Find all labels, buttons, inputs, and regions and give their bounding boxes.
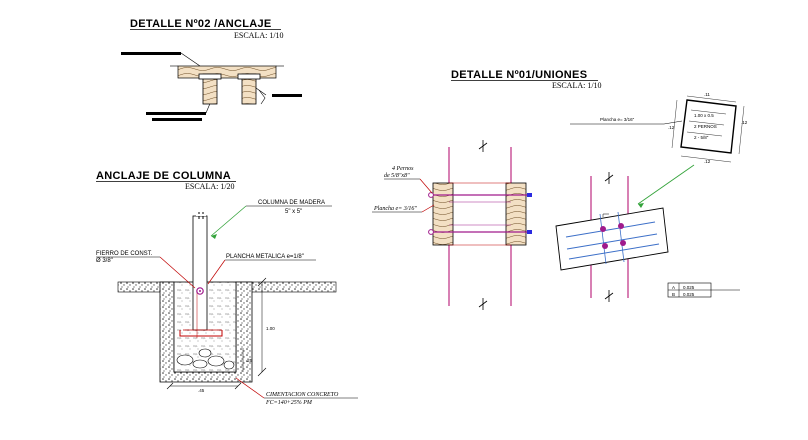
detail-02-scale: ESCALA: 1/10: [234, 31, 284, 40]
dimension-table: A 0.025 B 0.025: [667, 282, 740, 298]
detail-01-group: DETALLE Nº01/UNIONES ESCALA: 1/10 4 Pern…: [372, 69, 748, 310]
bolt-nut: [527, 193, 532, 197]
table-row-a-key: A: [672, 285, 675, 290]
iron-label: FIERRO DE CONST.: [96, 251, 153, 257]
metal-plate-label: PLANCHA METALICA e=1/8": [226, 254, 304, 260]
base-dimension: .25: [246, 358, 253, 363]
column-anchor-scale: ESCALA: 1/20: [185, 182, 235, 191]
iron-diameter: Ø 3/8": [96, 258, 113, 264]
svg-text:2 PERNOS: 2 PERNOS: [694, 124, 717, 129]
bolt: [602, 243, 608, 249]
plate-dim-left: .12: [668, 125, 675, 130]
foundation-label: CIMENTACION CONCRETO: [266, 392, 339, 398]
detail-02-group: DETALLE Nº02 /ANCLAJE ESCALA: 1/10: [121, 18, 302, 121]
anchor-plate: [198, 73, 222, 80]
bolt-pattern: [600, 223, 626, 249]
bolt: [620, 240, 626, 246]
wood-column-label: COLUMNA DE MADERA: [258, 200, 325, 206]
svg-text:1.00 x 0.5: 1.00 x 0.5: [694, 113, 714, 118]
plate-callout: Plancha e= 3/16": [600, 117, 635, 122]
column-anchor-title: ANCLAJE DE COLUMNA: [96, 170, 231, 182]
detail-callout-arrow: [637, 164, 695, 205]
detail-02-title: DETALLE Nº02 /ANCLAJE: [130, 18, 272, 30]
detail-01-title: DETALLE Nº01/UNIONES: [451, 69, 587, 81]
anchor-bolt: [196, 287, 204, 295]
width-dimension: .45: [198, 388, 205, 393]
plate-dim-bottom: .12: [704, 159, 711, 164]
wood-column: [192, 215, 208, 331]
side-plank-left: [432, 182, 454, 246]
label-bar: [121, 52, 181, 55]
plate-label: Plancha e= 3/16": [373, 206, 417, 212]
rebar-lines: [565, 221, 660, 260]
column-anchor-group: ANCLAJE DE COLUMNA ESCALA: 1/20 COLUMNA …: [96, 170, 358, 406]
diagonal-brace: [555, 207, 669, 271]
depth-dimension: 1.00: [266, 326, 275, 331]
bolt: [600, 226, 606, 232]
table-row-b-key: B: [672, 292, 675, 297]
bolt-nut: [527, 230, 532, 234]
svg-text:2 - 5/8": 2 - 5/8": [694, 135, 709, 140]
side-plank-right: [505, 182, 527, 246]
bolt-head: [428, 229, 434, 235]
plate-dim-top: .11: [704, 92, 710, 97]
label-bar: [146, 112, 206, 115]
table-row-b-value: 0.025: [683, 292, 695, 297]
label-bar: [272, 94, 302, 97]
base-stones: [176, 348, 235, 370]
plate-detail: 1.00 x 0.5 2 PERNOS 2 - 5/8" .11 .12 .12…: [668, 92, 748, 164]
bolts-label: 4 Pernos: [392, 165, 414, 172]
wood-column-size: 5" x 5": [285, 209, 302, 215]
bolt: [618, 223, 624, 229]
plate-dim-right: .12: [741, 120, 748, 125]
bolt-head: [428, 192, 434, 198]
label-bar: [152, 118, 202, 121]
wood-beam: [177, 65, 277, 79]
table-row-a-value: 0.025: [683, 285, 695, 290]
foundation-spec: FC=140+25% PM: [265, 399, 313, 406]
anchor-plate: [237, 73, 261, 80]
detail-01-scale: ESCALA: 1/10: [552, 81, 602, 90]
bolts-spec: de 5/8"x8": [384, 173, 410, 179]
